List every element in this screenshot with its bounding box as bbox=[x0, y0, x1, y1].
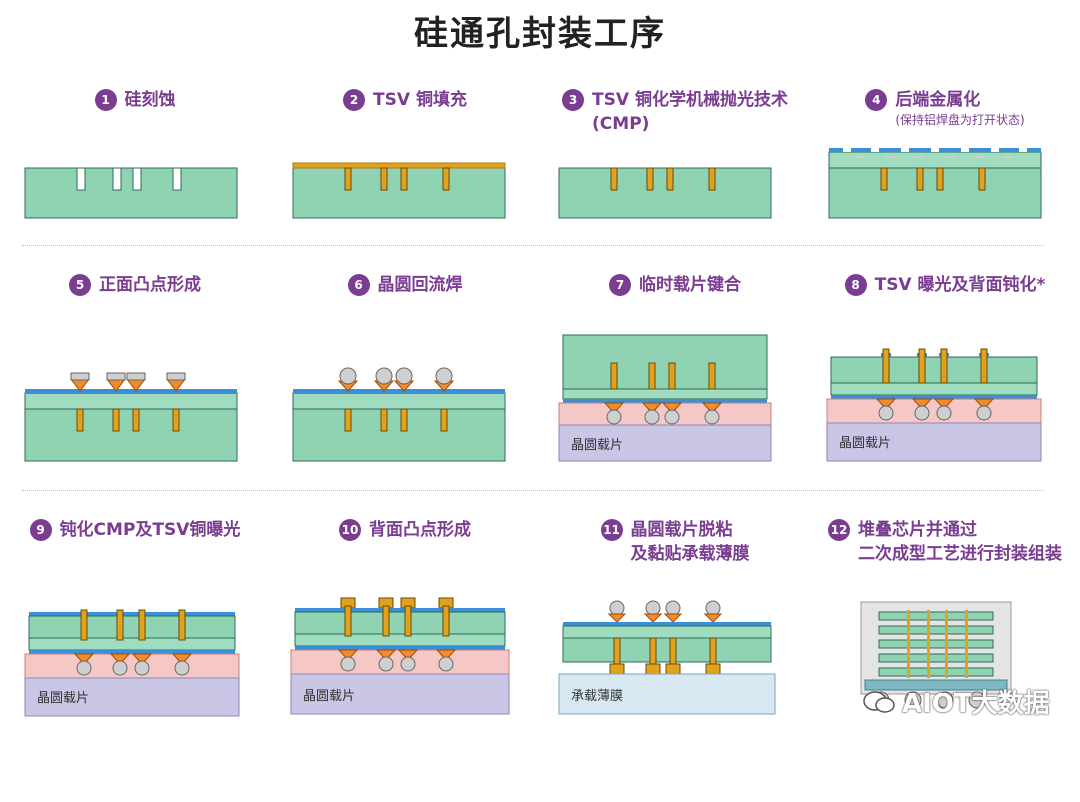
step-6: 6 晶圆回流焊 bbox=[275, 273, 535, 513]
step-number: 5 bbox=[69, 274, 91, 296]
carrier-film-label: 承载薄膜 bbox=[571, 689, 623, 704]
step-label: TSV 铜化学机械抛光技术 (CMP) bbox=[592, 90, 788, 134]
carrier-label: 晶圆载片 bbox=[37, 691, 89, 706]
carrier-debond-diagram: 承载薄膜 bbox=[558, 600, 776, 715]
step-number: 12 bbox=[828, 519, 850, 541]
tsv-cmp-diagram bbox=[558, 167, 772, 219]
step-7: 7 临时载片键合 晶圆载片 bbox=[545, 273, 805, 513]
step-number: 11 bbox=[600, 519, 623, 541]
step-11: 11 晶圆载片脱粘 及黏贴承载薄膜 承载薄膜 bbox=[545, 518, 805, 758]
step-number: 3 bbox=[562, 89, 585, 111]
step-label: TSV 曝光及背面钝化* bbox=[874, 275, 1046, 295]
step-label: 堆叠芯片并通过 二次成型工艺进行封装组装 bbox=[858, 520, 1062, 564]
page-title: 硅通孔封装工序 bbox=[414, 14, 666, 54]
carrier-label: 晶圆载片 bbox=[839, 436, 891, 451]
step-2: 2 TSV 铜填充 bbox=[275, 88, 535, 328]
step-number: 9 bbox=[29, 519, 52, 541]
passivation-cmp-diagram: 晶圆载片 bbox=[24, 609, 240, 717]
step-12: 12 堆叠芯片并通过 二次成型工艺进行封装组装 bbox=[815, 518, 1075, 758]
step-number: 10 bbox=[339, 519, 361, 541]
step-9: 9 钝化CMP及TSV铜曝光 晶圆载片 bbox=[5, 518, 265, 758]
step-label: 临时载片键合 bbox=[639, 275, 741, 295]
step-label: TSV 铜填充 bbox=[373, 90, 467, 110]
step-number: 1 bbox=[94, 89, 117, 111]
step-3: 3 TSV 铜化学机械抛光技术 (CMP) bbox=[545, 88, 805, 328]
step-number: 7 bbox=[609, 274, 631, 296]
wechat-icon-shape bbox=[863, 690, 895, 713]
step-label: 后端金属化(保持铝焊盘为打开状态) bbox=[895, 90, 1025, 127]
stacked-package-diagram bbox=[860, 601, 1012, 709]
front-bump-formation-diagram bbox=[24, 372, 238, 462]
step-label: 晶圆回流焊 bbox=[377, 275, 463, 295]
step-1: 1 硅刻蚀 bbox=[5, 88, 265, 328]
tsv-exposure-backside-passivation-diagram: 晶圆载片 bbox=[826, 348, 1042, 462]
step-label: 晶圆载片脱粘 及黏贴承载薄膜 bbox=[630, 520, 750, 564]
row-divider bbox=[22, 490, 1044, 491]
step-4: 4 后端金属化(保持铝焊盘为打开状态) bbox=[815, 88, 1075, 328]
step-label: 钝化CMP及TSV铜曝光 bbox=[59, 520, 241, 540]
tsv-copper-fill-diagram bbox=[292, 162, 506, 219]
carrier-label: 晶圆载片 bbox=[303, 689, 355, 704]
step-sublabel: (保持铝焊盘为打开状态) bbox=[895, 113, 1025, 127]
backend-metallization-diagram bbox=[828, 148, 1042, 219]
step-10: 10 背面凸点形成 晶圆载片 bbox=[275, 518, 535, 758]
row-divider bbox=[22, 245, 1044, 246]
step-number: 6 bbox=[347, 274, 370, 296]
silicon-etch-diagram bbox=[24, 167, 238, 219]
step-label: 背面凸点形成 bbox=[369, 520, 471, 540]
watermark-text: AIOT大数据 bbox=[902, 689, 1050, 719]
step-8: 8 TSV 曝光及背面钝化* 晶圆载片 bbox=[815, 273, 1075, 513]
step-label: 正面凸点形成 bbox=[99, 275, 201, 295]
watermark: AIOT大数据 bbox=[862, 683, 1050, 720]
step-label: 硅刻蚀 bbox=[124, 90, 176, 110]
step-number: 2 bbox=[343, 89, 366, 111]
step-number: 8 bbox=[844, 274, 867, 296]
temporary-carrier-bonding-diagram: 晶圆载片 bbox=[558, 334, 772, 462]
step-number: 4 bbox=[865, 89, 888, 111]
wechat-icon bbox=[862, 690, 896, 714]
wafer-reflow-diagram bbox=[292, 367, 506, 462]
backside-bump-formation-diagram: 晶圆载片 bbox=[290, 597, 510, 715]
carrier-label: 晶圆载片 bbox=[571, 438, 623, 453]
step-5: 5 正面凸点形成 bbox=[5, 273, 265, 513]
